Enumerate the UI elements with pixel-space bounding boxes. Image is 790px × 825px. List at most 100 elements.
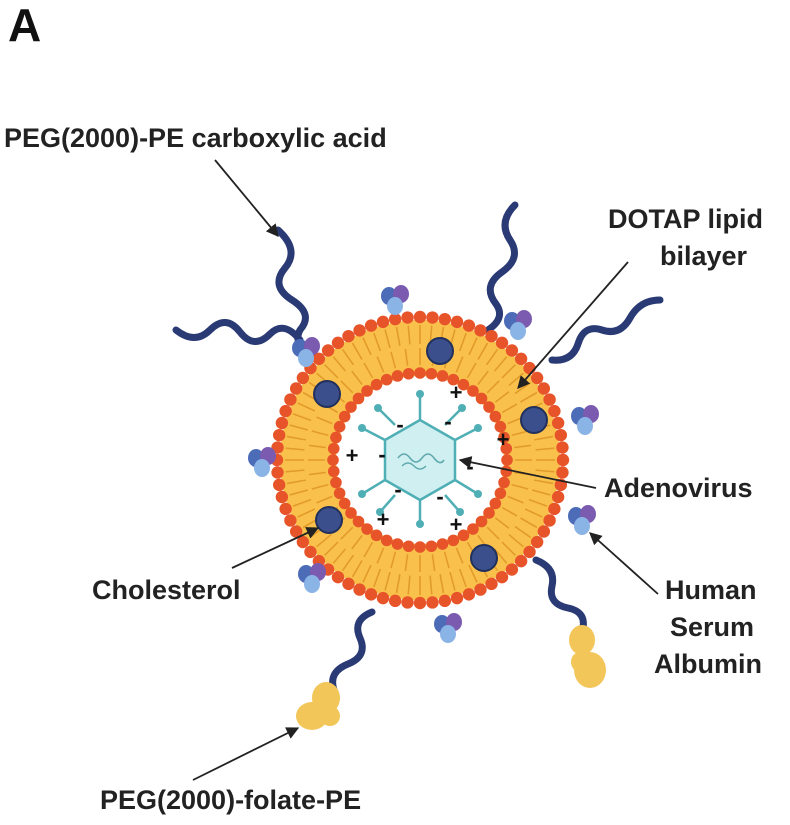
lipid-head <box>543 514 556 527</box>
lipid-head <box>312 352 326 366</box>
lipid-head <box>436 370 449 382</box>
lipid-head <box>380 373 393 386</box>
lipid-head <box>327 465 340 478</box>
lipid-head <box>537 525 551 538</box>
adenovirus-particle <box>358 390 482 528</box>
lipid-head <box>467 385 479 397</box>
lipid-head <box>279 502 292 516</box>
lipid-head <box>401 596 414 609</box>
arrow-dotap <box>517 261 629 389</box>
lipid-head <box>364 319 378 332</box>
lipid-head <box>413 596 427 610</box>
lipid-head <box>370 378 383 391</box>
lipid-head <box>353 583 366 596</box>
lipid-head <box>462 319 476 332</box>
cholesterol-sphere <box>520 406 548 434</box>
label-peg-folate-pe: PEG(2000)-folate-PE <box>100 785 362 815</box>
lipid-head <box>505 344 519 357</box>
lipid-head <box>352 392 365 405</box>
lipid-head <box>450 315 464 329</box>
lipid-head <box>474 583 487 596</box>
charge-plus: + <box>450 380 463 405</box>
arrow-adenovirus <box>458 456 597 489</box>
lipid-head <box>284 393 297 406</box>
lipid-head <box>391 538 404 550</box>
charge-minus: - <box>436 484 443 509</box>
label-hsa-line3: Albumin <box>654 649 762 679</box>
lipid-head <box>327 454 339 466</box>
cholesterol-sphere <box>470 544 498 572</box>
lipid-head <box>414 541 426 553</box>
lipid-head <box>500 465 513 478</box>
lipid-head <box>426 596 439 609</box>
lipid-head <box>414 367 426 379</box>
arrow-albumin <box>589 532 659 595</box>
lipid-head <box>474 324 487 337</box>
lipid-head <box>537 382 551 395</box>
lipid-head <box>327 442 340 455</box>
lipid-head <box>342 577 355 591</box>
peg-chain-left <box>172 319 304 345</box>
lipid-head <box>342 329 355 343</box>
albumin-protein <box>248 447 276 477</box>
leader-arrows <box>192 159 659 781</box>
lipid-head <box>284 514 297 527</box>
charge-plus: + <box>346 443 359 468</box>
lipid-head <box>376 591 390 605</box>
lipid-head <box>402 540 415 553</box>
folate-right <box>569 625 606 688</box>
label-adenovirus: Adenovirus <box>604 473 753 503</box>
lipid-head <box>500 442 513 455</box>
lipid-head <box>272 428 286 442</box>
arrow-peg-carboxylic <box>214 159 279 237</box>
lipid-head <box>475 515 488 528</box>
peg-chains <box>172 201 664 694</box>
albumin-protein <box>381 285 409 315</box>
lipid-head <box>489 410 502 423</box>
charge-plus: + <box>450 512 463 537</box>
label-dotap-line1: DOTAP lipid <box>608 204 763 234</box>
lipid-head <box>457 529 470 542</box>
lipid-head <box>296 371 310 385</box>
viral-genome <box>397 453 445 464</box>
albumin-protein <box>504 310 532 340</box>
lipid-head <box>436 538 449 550</box>
lipid-head <box>352 515 365 528</box>
folate-groups <box>296 625 606 730</box>
lipid-head <box>457 378 470 391</box>
lipid-head <box>426 311 439 324</box>
lipid-head <box>495 336 509 350</box>
albumin-protein <box>568 505 596 535</box>
lipid-head <box>438 312 452 326</box>
lipid-head <box>494 420 507 433</box>
lipid-head <box>331 336 345 350</box>
lipid-head <box>275 490 289 504</box>
lipid-head <box>475 392 488 405</box>
lipid-head <box>333 420 346 433</box>
lipid-head <box>345 401 357 413</box>
label-peg-carboxylic-acid: PEG(2000)-PE carboxylic acid <box>4 123 387 153</box>
lipid-head <box>447 534 460 547</box>
lipid-head <box>370 529 383 542</box>
lipid-head <box>289 382 303 395</box>
lipid-head <box>514 352 528 366</box>
lipid-head <box>331 570 345 584</box>
lipid-head <box>330 431 342 444</box>
label-hsa-line1: Human <box>665 575 757 605</box>
label-hsa-line2: Serum <box>670 612 755 642</box>
cholesterol-sphere <box>315 506 343 534</box>
charge-plus: + <box>497 427 510 452</box>
lipid-head <box>338 410 351 423</box>
charge-minus: - <box>394 477 401 502</box>
lipid-head <box>272 478 286 492</box>
lipid-head <box>380 534 393 547</box>
albumin-protein <box>298 563 326 593</box>
lipid-head <box>462 588 476 601</box>
lipid-head <box>388 312 402 326</box>
peg-chain-top <box>484 201 519 334</box>
lipid-head <box>530 535 544 549</box>
albumin-protein <box>571 405 599 435</box>
lipid-head <box>330 476 342 489</box>
lipid-head <box>438 594 452 608</box>
panel-letter: A <box>8 0 42 51</box>
